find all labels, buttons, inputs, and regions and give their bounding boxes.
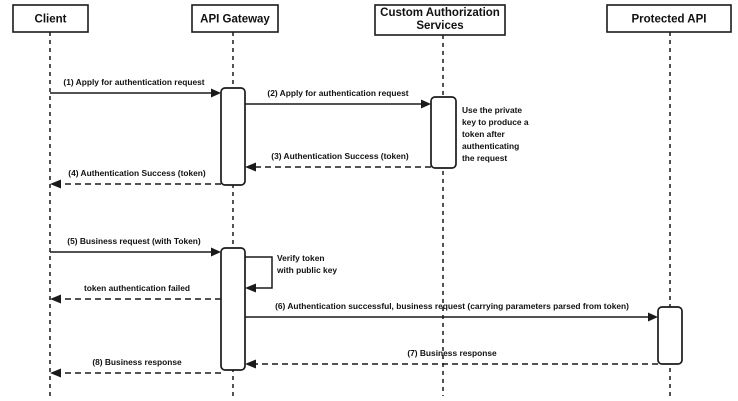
participant-box-client — [12, 4, 89, 33]
message-4-label: (4) Authentication Success (token) — [68, 168, 206, 178]
note-private-key-line-5: the request — [462, 153, 507, 163]
message-7-label: (7) Business response — [407, 348, 497, 358]
message-8-arrowhead — [50, 368, 61, 378]
participant-custom-authorization-services[interactable]: Custom Authorization Services — [374, 4, 506, 36]
message-4: (4) Authentication Success (token) — [50, 168, 221, 189]
message-1: (1) Apply for authentication request — [50, 77, 221, 98]
participant-label-client: Client — [35, 14, 67, 26]
message-7: (7) Business response — [245, 348, 658, 369]
message-6-arrowhead — [648, 312, 658, 322]
note-private-key-line-4: authenticating — [462, 141, 519, 151]
participant-api-gateway[interactable]: API Gateway — [191, 4, 279, 33]
message-token-authentication-failed: token authentication failed — [50, 283, 221, 304]
note-private-key-line-2: key to produce a — [462, 117, 529, 127]
message-3-label: (3) Authentication Success (token) — [271, 151, 409, 161]
participant-label-custom-authorization-services-line2: Services — [416, 20, 463, 32]
note-private-key: Use the private key to produce a token a… — [462, 105, 529, 163]
activation-api-gateway-2 — [220, 247, 246, 371]
participant-protected-api[interactable]: Protected API — [606, 4, 732, 33]
message-6-label: (6) Authentication successful, business … — [275, 301, 629, 311]
participant-label-custom-authorization-services-line1: Custom Authorization — [380, 7, 500, 19]
message-3: (3) Authentication Success (token) — [245, 151, 431, 172]
message-self-verify-token-line — [245, 256, 273, 289]
message-4-arrowhead — [50, 179, 61, 189]
message-3-arrowhead — [245, 162, 256, 172]
message-1-label: (1) Apply for authentication request — [63, 77, 204, 87]
participant-label-protected-api: Protected API — [632, 14, 707, 26]
participant-client[interactable]: Client — [12, 4, 89, 33]
message-5: (5) Business request (with Token) — [50, 236, 221, 257]
message-8: (8) Business response — [50, 357, 221, 378]
message-5-label: (5) Business request (with Token) — [67, 236, 201, 246]
message-5-arrowhead — [211, 247, 221, 257]
note-private-key-line-1: Use the private — [462, 105, 522, 115]
activation-api-gateway-1 — [220, 87, 246, 186]
message-2-arrowhead — [421, 99, 431, 109]
message-2: (2) Apply for authentication request — [245, 88, 431, 109]
message-2-label: (2) Apply for authentication request — [267, 88, 408, 98]
message-1-arrowhead — [211, 88, 221, 98]
participant-box-api-gateway — [191, 4, 279, 33]
message-8-label: (8) Business response — [92, 357, 182, 367]
message-self-verify-token: Verify token with public key — [245, 253, 337, 293]
activation-custom-authorization-services-1 — [430, 96, 457, 169]
message-self-verify-token-label-line2: with public key — [276, 265, 337, 275]
participant-box-protected-api — [606, 4, 732, 33]
message-self-verify-token-label-line1: Verify token — [277, 253, 324, 263]
message-6: (6) Authentication successful, business … — [245, 301, 658, 322]
note-private-key-line-3: token after — [462, 129, 506, 139]
participant-label-api-gateway: API Gateway — [200, 14, 270, 26]
activation-bars — [220, 87, 683, 371]
message-self-verify-token-arrowhead — [245, 283, 256, 293]
participant-box-custom-authorization-services — [374, 4, 506, 36]
message-7-arrowhead — [245, 359, 256, 369]
message-token-authentication-failed-arrowhead — [50, 294, 61, 304]
message-token-authentication-failed-label: token authentication failed — [84, 283, 190, 293]
activation-protected-api-1 — [657, 306, 683, 365]
